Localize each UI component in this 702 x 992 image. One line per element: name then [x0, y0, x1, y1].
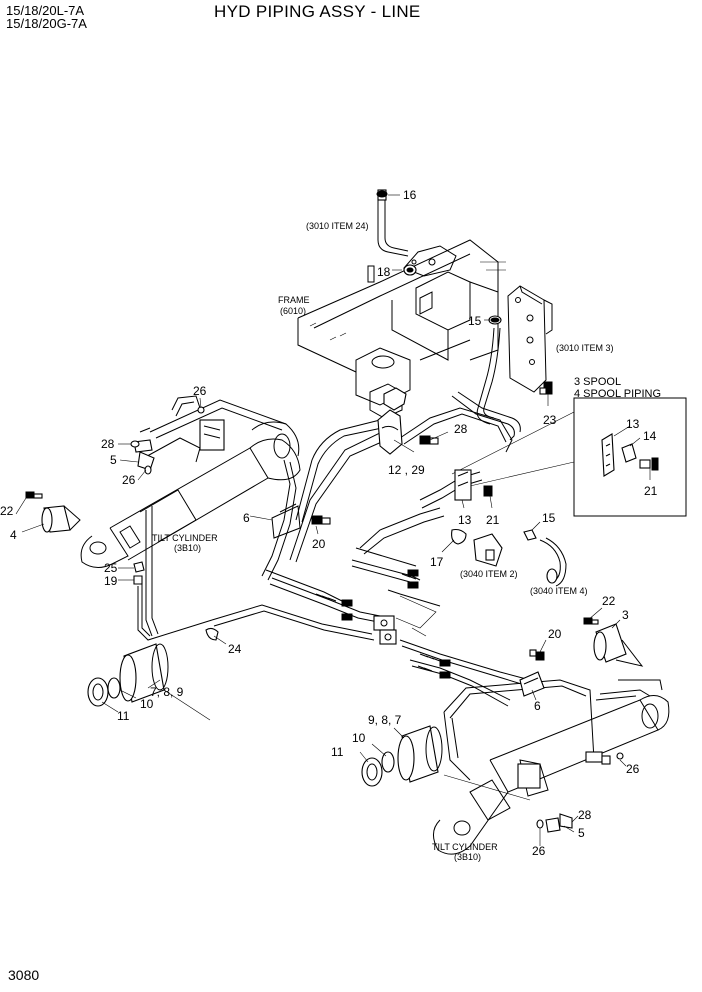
callout-numbers: 16 18 15 26 28 5 26 22 4 6 20 12 , 29 28… [0, 188, 658, 858]
left-tilt-cylinder [25, 395, 331, 641]
right-sleeve-set [361, 725, 443, 787]
callout-23: 23 [543, 413, 557, 427]
ref-frame-code: (6010) [280, 306, 306, 316]
callout-25: 25 [104, 561, 118, 575]
left-sleeve-set [87, 643, 169, 707]
spool-inset-box [451, 397, 687, 517]
callout-7-8-9: 7, 8, 9 [150, 685, 184, 699]
ref-3010-item-3: (3010 ITEM 3) [556, 343, 614, 353]
ref-3040-item-2: (3040 ITEM 2) [460, 569, 518, 579]
callout-28-right: 28 [578, 808, 592, 822]
callout-10-left: 10 [140, 697, 154, 711]
page-number: 3080 [8, 967, 40, 983]
callout-13-inset: 13 [626, 417, 640, 431]
callout-13-mid: 13 [458, 513, 472, 527]
ref-4-spool-piping: 4 SPOOL PIPING [574, 388, 661, 400]
frame-drawing [297, 239, 506, 419]
callout-11-left: 11 [117, 709, 130, 723]
callout-21-mid: 21 [486, 513, 500, 527]
callout-26-right-bottom: 26 [532, 844, 546, 858]
callout-16: 16 [403, 188, 417, 202]
callout-15-top: 15 [468, 314, 482, 328]
callout-22-left: 22 [0, 504, 14, 518]
callout-18: 18 [377, 265, 391, 279]
callout-9-8-7: 9, 8, 7 [368, 713, 402, 727]
callout-5-right: 5 [578, 826, 585, 840]
callout-3: 3 [622, 608, 629, 622]
ref-3040-item-4: (3040 ITEM 4) [530, 586, 588, 596]
callout-28-left: 28 [101, 437, 115, 451]
callout-26-left-top: 26 [193, 384, 207, 398]
reference-labels: (3010 ITEM 24) FRAME (6010) (3010 ITEM 3… [152, 221, 661, 862]
page-title: HYD PIPING ASSY - LINE [214, 2, 421, 21]
right-tilt-cylinder [433, 617, 670, 855]
mounting-plate [507, 285, 553, 393]
ref-tilt-cylinder-left-code: (3B10) [174, 543, 201, 553]
ref-frame: FRAME [278, 295, 310, 305]
top-fittings [376, 189, 502, 325]
ref-tilt-cylinder-right-code: (3B10) [454, 852, 481, 862]
model-line-2: 15/18/20G-7A [6, 16, 87, 31]
model-line-1: 15/18/20L-7A [6, 3, 85, 18]
callout-21-inset: 21 [644, 484, 658, 498]
callout-22-right: 22 [602, 594, 616, 608]
main-piping [211, 407, 531, 707]
callout-17: 17 [430, 555, 444, 569]
ref-3010-item-24: (3010 ITEM 24) [306, 221, 369, 231]
callout-6-left: 6 [243, 511, 250, 525]
callout-26-left-mid: 26 [122, 473, 136, 487]
callout-24: 24 [228, 642, 242, 656]
callout-10-right: 10 [352, 731, 366, 745]
callout-26-right-mid: 26 [626, 762, 640, 776]
callout-20-right: 20 [548, 627, 562, 641]
callout-6-right: 6 [534, 699, 541, 713]
callout-12-29: 12 , 29 [388, 463, 425, 477]
spool-block [377, 381, 567, 587]
ref-tilt-cylinder-left: TILT CYLINDER [152, 533, 218, 543]
callout-28-mid: 28 [454, 422, 468, 436]
leader-lines [15, 194, 651, 846]
callout-20-left: 20 [312, 537, 326, 551]
ref-3-spool: 3 SPOOL [574, 376, 621, 388]
callout-5-left: 5 [110, 453, 117, 467]
callout-14: 14 [643, 429, 657, 443]
callout-19: 19 [104, 574, 118, 588]
callout-15-right: 15 [542, 511, 556, 525]
callout-4: 4 [10, 528, 17, 542]
ref-tilt-cylinder-right: TILT CYLINDER [432, 842, 498, 852]
callout-11-right: 11 [331, 745, 344, 759]
